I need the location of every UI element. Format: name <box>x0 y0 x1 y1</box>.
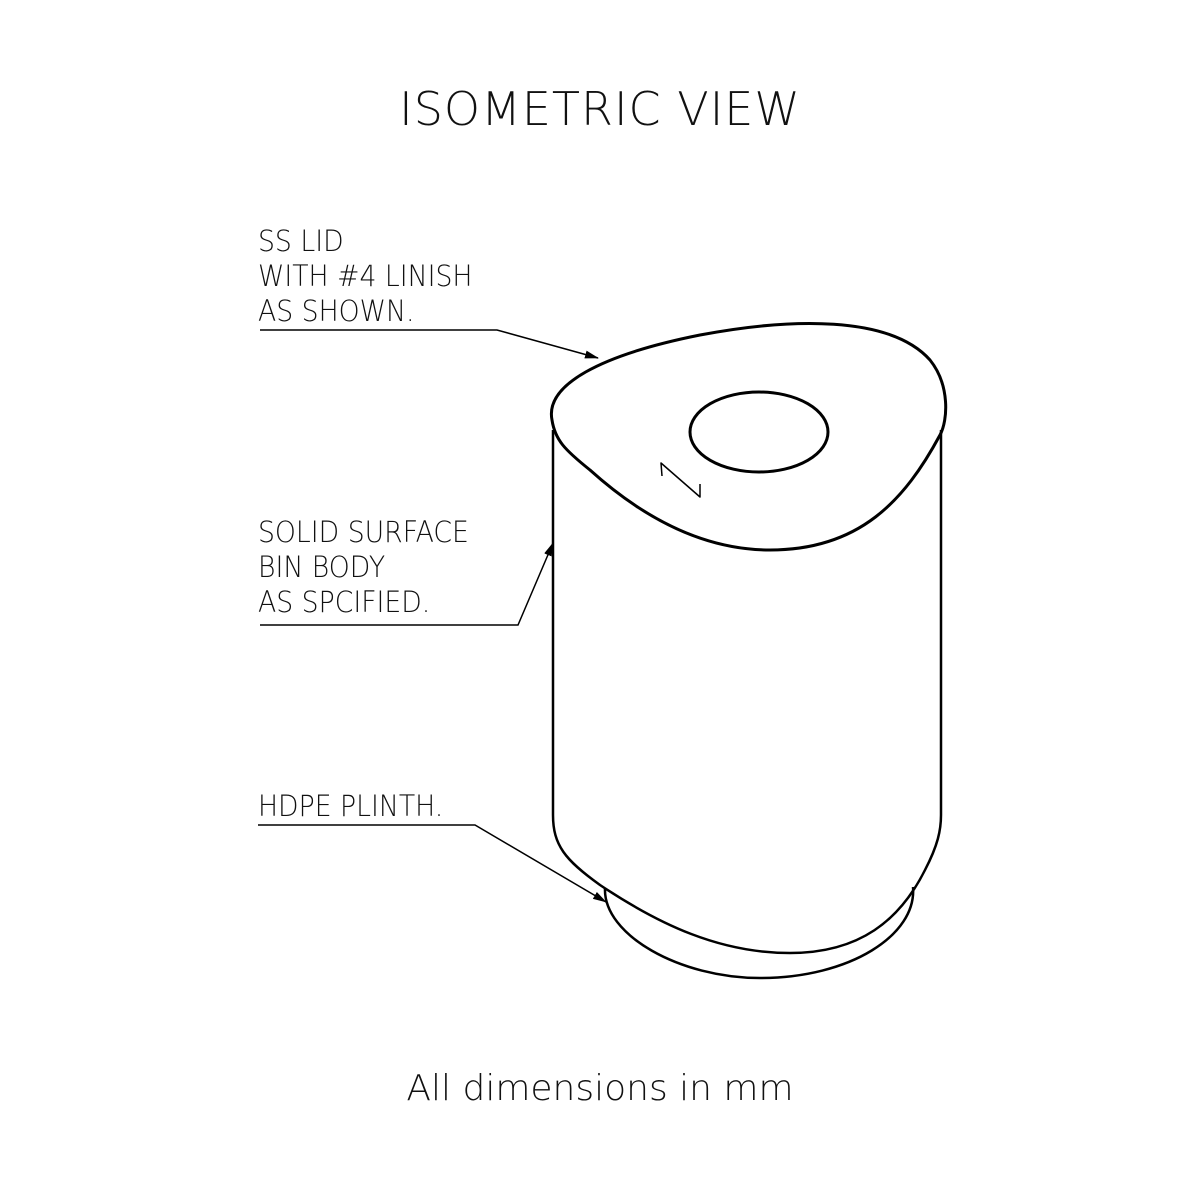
callout-body: SOLID SURFACE BIN BODY AS SPCIFIED. <box>258 515 469 620</box>
lid-outline <box>549 322 948 552</box>
callout-line: AS SHOWN. <box>258 294 415 328</box>
callout-lid: SS LID WITH #4 LINISH AS SHOWN. <box>258 224 472 329</box>
callout-line: BIN BODY <box>258 550 386 584</box>
drawing-title: ISOMETRIC VIEW <box>399 82 801 136</box>
lid-mark <box>660 462 701 498</box>
body-outline <box>551 430 943 955</box>
leader-body <box>260 542 554 626</box>
callout-line: AS SPCIFIED. <box>258 585 431 619</box>
callout-line: WITH #4 LINISH <box>258 259 473 293</box>
callout-line: SS LID <box>258 224 344 258</box>
units-note: All dimensions in mm <box>406 1068 794 1109</box>
leader-lid <box>260 329 599 359</box>
leader-plinth <box>258 824 607 903</box>
callout-line: HDPE PLINTH. <box>258 789 444 823</box>
callout-plinth: HDPE PLINTH. <box>258 789 443 824</box>
callout-line: SOLID SURFACE <box>258 515 469 549</box>
plinth-outline <box>603 886 915 980</box>
lid-opening <box>688 390 830 474</box>
